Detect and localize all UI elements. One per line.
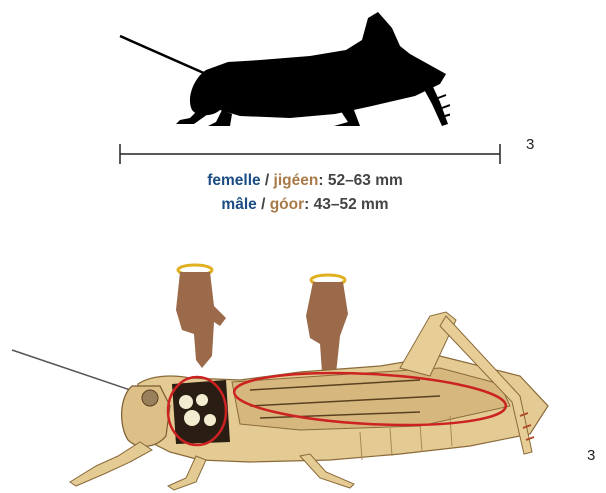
male-size-value: 43–52 mm bbox=[309, 196, 388, 213]
male-label-fr: mâle bbox=[221, 196, 256, 213]
grasshopper-colored-illustration bbox=[0, 256, 606, 493]
grasshopper-silhouette bbox=[110, 6, 450, 128]
male-label-wo: góor bbox=[270, 196, 304, 213]
female-label-fr: femelle bbox=[207, 172, 260, 189]
separator: / bbox=[257, 196, 270, 213]
plate-number-label: 3 bbox=[526, 136, 534, 153]
female-size-value: 52–63 mm bbox=[324, 172, 403, 189]
illustration-number-label: 3 bbox=[587, 447, 595, 464]
pointing-hand-icon bbox=[176, 265, 226, 368]
scale-bar bbox=[118, 140, 504, 168]
female-size-line: femelle / jigéen: 52–63 mm bbox=[140, 172, 470, 190]
male-size-line: mâle / góor: 43–52 mm bbox=[140, 196, 470, 214]
female-label-wo: jigéen bbox=[274, 172, 319, 189]
separator: / bbox=[261, 172, 274, 189]
pointing-hand-icon bbox=[306, 275, 348, 382]
